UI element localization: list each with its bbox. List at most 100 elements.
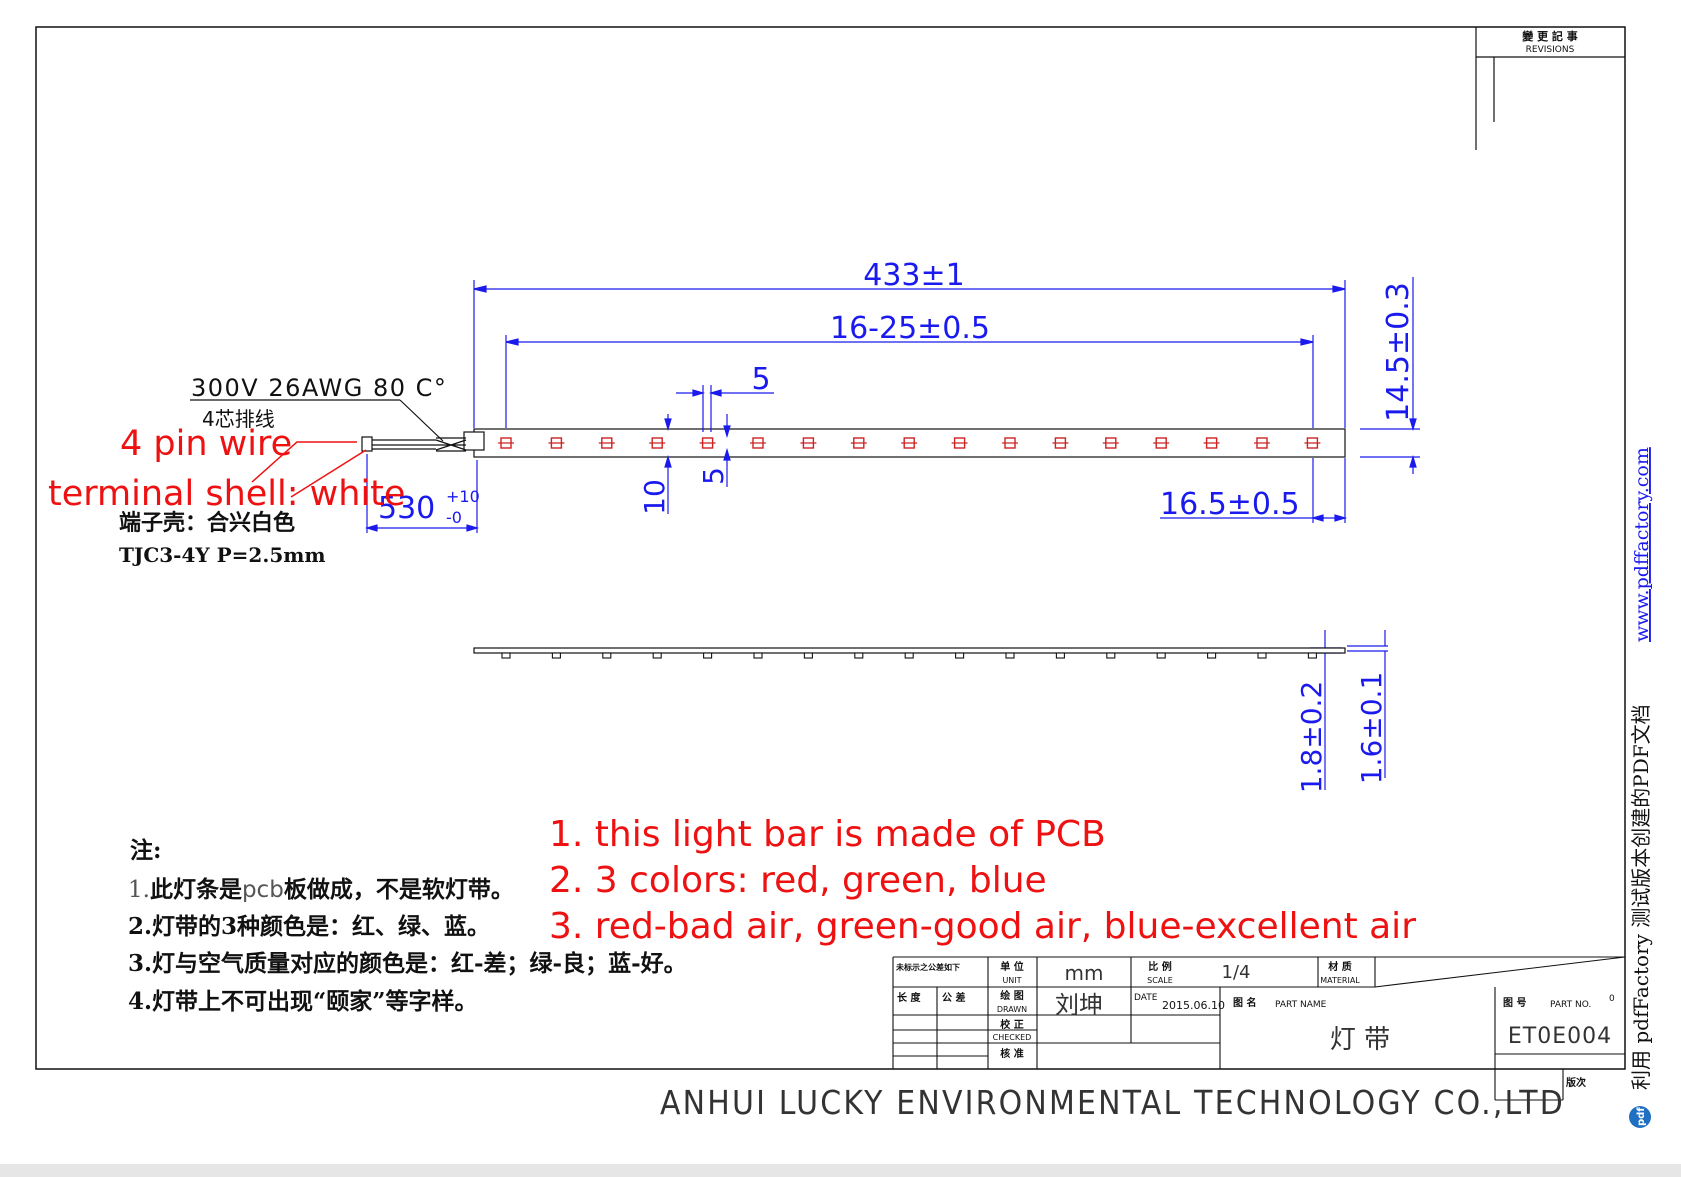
note-2: 2.灯带的3种颜色是：红、绿、蓝。 <box>128 913 490 940</box>
tb-unit-en: UNIT <box>1002 976 1021 985</box>
led-chip <box>699 437 716 449</box>
annotation-terminal-shell: terminal shell: white <box>48 474 405 514</box>
drawing-frame <box>35 26 1626 1070</box>
revisions-box: 變 更 記 事 REVISIONS <box>1475 27 1625 150</box>
led-side-bump <box>1055 652 1065 659</box>
led-chip <box>1052 437 1069 449</box>
title-block <box>892 956 1626 1101</box>
watermark-text: 利用 pdfFactory 测试版本创建的PDF文档 <box>1629 704 1653 1090</box>
dim-end-offset: 16.5±0.5 <box>1160 487 1300 522</box>
note-1-a: 此灯条是 <box>150 876 242 903</box>
led-row <box>498 437 1321 449</box>
tb-drawn-cn: 绘 图 <box>1000 989 1023 1002</box>
tb-checked-en: CHECKED <box>993 1033 1032 1042</box>
notes-title: 注: <box>130 837 162 864</box>
annotation-note-1: 1. this light bar is made of PCB <box>549 814 1106 855</box>
led-chip <box>498 437 514 449</box>
led-chip <box>1153 437 1170 449</box>
tb-date-label: DATE <box>1134 993 1158 1003</box>
tb-scale-value: 1/4 <box>1222 962 1251 983</box>
led-chip <box>649 437 666 449</box>
led-side-bump <box>753 652 763 659</box>
dim-10: 10 <box>638 479 671 515</box>
tb-date-value: 2015.06.10 <box>1162 999 1225 1012</box>
pdf-badge-icon <box>1629 1106 1651 1128</box>
note-3: 3.灯与空气质量对应的颜色是：红-差；绿-良；蓝-好。 <box>128 950 687 977</box>
tb-part-name-cn: 图 名 <box>1233 996 1256 1009</box>
tb-part-no-cn: 图 号 <box>1503 997 1526 1009</box>
wire-spec-cn: 4芯排线 <box>202 407 275 431</box>
led-side-bump <box>1207 652 1217 659</box>
watermark-url[interactable]: www.pdffactory.com <box>1631 447 1653 642</box>
title-block-texts: 未标示之公差如下 长 度 公 差 单 位 UNIT mm 比 例 SCALE 1… <box>895 960 1615 1089</box>
led-side-bump <box>1257 652 1267 659</box>
note-1-b: pcb <box>242 877 284 903</box>
led-side-bump <box>803 652 813 659</box>
led-side-bump <box>652 652 662 659</box>
tb-checked-cn: 校 正 <box>1000 1018 1023 1031</box>
terminal-cn: 端子壳：合兴白色 <box>119 510 295 536</box>
tb-drawn-value: 刘坤 <box>1055 991 1103 1019</box>
dim-led-span: 16-25±0.5 <box>830 311 990 346</box>
note-1: 1.此灯条是pcb板做成，不是软灯带。 <box>128 876 514 903</box>
tb-approved-cn: 核 准 <box>1000 1047 1023 1060</box>
page-bottom-strip <box>0 1164 1681 1177</box>
dim-wire-length: 530 <box>378 491 435 526</box>
led-side-bump <box>854 652 864 659</box>
wire-spec-callout: 300V 26AWG 80 C° 4芯排线 <box>190 374 446 442</box>
tb-tol-header: 未标示之公差如下 <box>895 962 960 972</box>
led-side-bump <box>1106 652 1116 659</box>
dim-wire-tol-plus: +10 <box>446 487 480 506</box>
dim-width: 14.5±0.3 <box>1381 282 1416 422</box>
pdf-badge-label: pdf <box>1636 1107 1647 1126</box>
led-chip <box>1304 437 1321 449</box>
tb-scale-cn: 比 例 <box>1148 960 1171 973</box>
annotation-4-pin-wire: 4 pin wire <box>120 424 292 464</box>
annotation-note-3: 3. red-bad air, green-good air, blue-exc… <box>549 906 1416 947</box>
tb-drawn-en: DRAWN <box>997 1005 1027 1014</box>
led-chip <box>800 437 817 449</box>
tb-length: 长 度 <box>897 991 921 1004</box>
annotation-note-2: 2. 3 colors: red, green, blue <box>549 860 1047 901</box>
tb-part-no-value: ET0E004 <box>1508 1024 1612 1049</box>
dim-5-vertical: 5 <box>697 467 730 485</box>
led-chip <box>850 437 867 449</box>
wire-pointer <box>251 441 357 483</box>
notes-cn: 注: 1.此灯条是pcb板做成，不是软灯带。 2.灯带的3种颜色是：红、绿、蓝。… <box>128 837 687 1015</box>
led-chip <box>1203 437 1220 449</box>
wire-fanout <box>435 437 467 452</box>
led-chip <box>1002 437 1018 449</box>
dim-thickness-pcb: 1.6±0.1 <box>1355 672 1388 785</box>
pdffactory-watermark: www.pdffactory.com 利用 pdfFactory 测试版本创建的… <box>1629 447 1653 1128</box>
terminal-pointer <box>290 449 367 498</box>
wire-assembly <box>361 436 467 452</box>
led-side-bump <box>551 652 561 659</box>
tb-part-no-en: PART NO. <box>1550 1000 1591 1010</box>
terminal-notes: 端子壳：合兴白色 TJC3-4Y P=2.5mm <box>119 510 326 567</box>
tb-unit-cn: 单 位 <box>1000 960 1023 973</box>
led-side-bump <box>703 652 713 659</box>
tb-unit-value: mm <box>1065 961 1104 985</box>
company-name: ANHUI LUCKY ENVIRONMENTAL TECHNOLOGY CO.… <box>660 1083 1565 1122</box>
led-chip <box>548 437 565 449</box>
terminal-model: TJC3-4Y P=2.5mm <box>119 543 326 567</box>
revisions-title-cn: 變 更 記 事 <box>1522 29 1578 43</box>
revisions-title-en: REVISIONS <box>1526 45 1575 55</box>
note-4: 4.灯带上不可出现“颐家”等字样。 <box>128 988 477 1015</box>
solder-pad <box>463 431 485 451</box>
tb-version-cn: 版次 <box>1566 1076 1586 1089</box>
led-side-bump <box>955 652 965 659</box>
tb-part-name-en: PART NAME <box>1275 1000 1327 1010</box>
dim-thickness-total: 1.8±0.2 <box>1295 681 1328 794</box>
tb-scale-en: SCALE <box>1147 976 1173 985</box>
dim-wire-tol-minus: -0 <box>446 508 462 527</box>
tb-part-name-value: 灯 带 <box>1330 1025 1390 1055</box>
led-chip <box>901 437 918 449</box>
red-annotations: 4 pin wire terminal shell: white 1. this… <box>48 424 1416 947</box>
dimension-texts: 433±1 16-25±0.5 5 14.5±0.3 10 5 530 +10 … <box>378 258 1416 793</box>
tb-part-no-sup: 0 <box>1609 994 1615 1004</box>
led-side-bump <box>904 652 914 659</box>
note-1-c: 板做成，不是软灯带。 <box>284 876 514 903</box>
note-1-prefix: 1. <box>128 877 150 903</box>
led-chip <box>1254 437 1270 449</box>
